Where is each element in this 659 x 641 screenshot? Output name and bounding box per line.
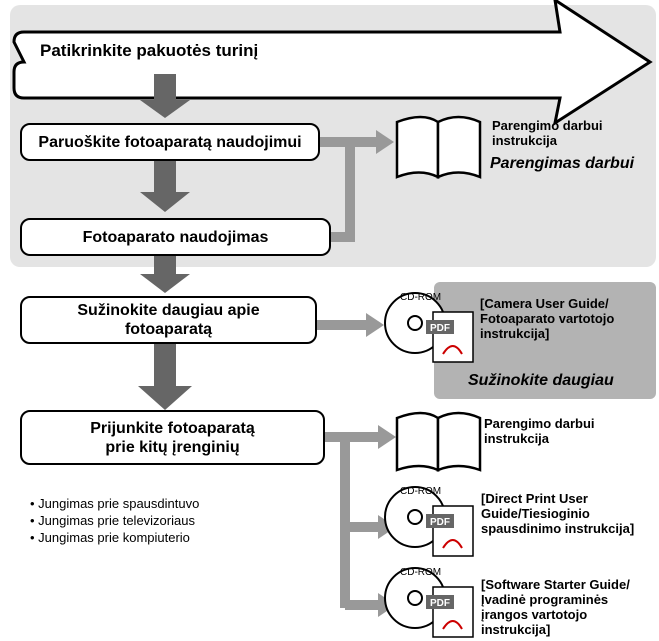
step-use-label: Fotoaparato naudojimas [82, 228, 269, 246]
cd-pdf-icon: CD-ROM PDF [384, 292, 474, 363]
step-use-camera: Fotoaparato naudojimas [20, 218, 331, 256]
manual-direct-print-guide: [Direct Print User Guide/Tiesioginio spa… [481, 491, 635, 536]
connector-to-getting-started [320, 137, 380, 242]
connector-arrowhead [376, 130, 394, 154]
cd-pdf-icon: CD-ROM PDF [384, 567, 474, 638]
step-connect: Prijunkite fotoaparatą prie kitų įrengin… [20, 410, 325, 465]
svg-text:PDF: PDF [430, 598, 450, 609]
manual-software-starter-guide: [Software Starter Guide/Įvadinė programi… [481, 577, 630, 637]
down-arrow [140, 160, 190, 212]
svg-text:PDF: PDF [430, 323, 450, 334]
svg-text:PDF: PDF [430, 517, 450, 528]
step-check-contents: Patikrinkite pakuotės turinį [40, 41, 259, 60]
connector-arrowhead [366, 313, 384, 337]
down-arrow [140, 250, 190, 293]
down-arrow [140, 74, 190, 118]
manual-camera-user-guide: [Camera User Guide/ Fotoaparato vartotoj… [480, 296, 615, 341]
connection-list: Jungimas prie spausdintuvo Jungimas prie… [30, 495, 199, 546]
connection-item: Jungimas prie televizoriaus [30, 512, 199, 529]
step-connect-label-1: Prijunkite fotoaparatą [90, 419, 255, 437]
cd-pdf-icon: CD-ROM PDF [384, 486, 474, 557]
svg-text:CD-ROM: CD-ROM [400, 567, 441, 578]
manual-getting-started-2: Parengimo darbui instrukcija [484, 416, 595, 446]
manual-getting-started-title: Parengimo darbui instrukcija [492, 118, 603, 148]
step-prepare-camera: Paruoškite fotoaparatą naudojimui [20, 123, 320, 161]
book-icon [395, 115, 482, 180]
connector-arrowhead [378, 425, 396, 449]
book-icon [395, 411, 482, 472]
manual-getting-started-italic: Parengimas darbui [490, 155, 635, 172]
step-connect-label-2: prie kitų įrenginių [105, 438, 240, 456]
svg-text:CD-ROM: CD-ROM [400, 292, 441, 303]
connector-tree [325, 432, 383, 610]
step-learn-more: Sužinokite daugiau apie fotoaparatą [20, 296, 317, 344]
learn-more-italic: Sužinokite daugiau [468, 372, 614, 389]
step-prepare-label: Paruoškite fotoaparatą naudojimui [38, 133, 302, 151]
svg-text:CD-ROM: CD-ROM [400, 486, 441, 497]
connection-item: Jungimas prie kompiuterio [30, 529, 199, 546]
check-contents-arrow-shape [12, 0, 653, 127]
connection-item: Jungimas prie spausdintuvo [30, 495, 199, 512]
down-arrow [138, 340, 192, 410]
step-learn-label: Sužinokite daugiau apie fotoaparatą [77, 302, 260, 338]
